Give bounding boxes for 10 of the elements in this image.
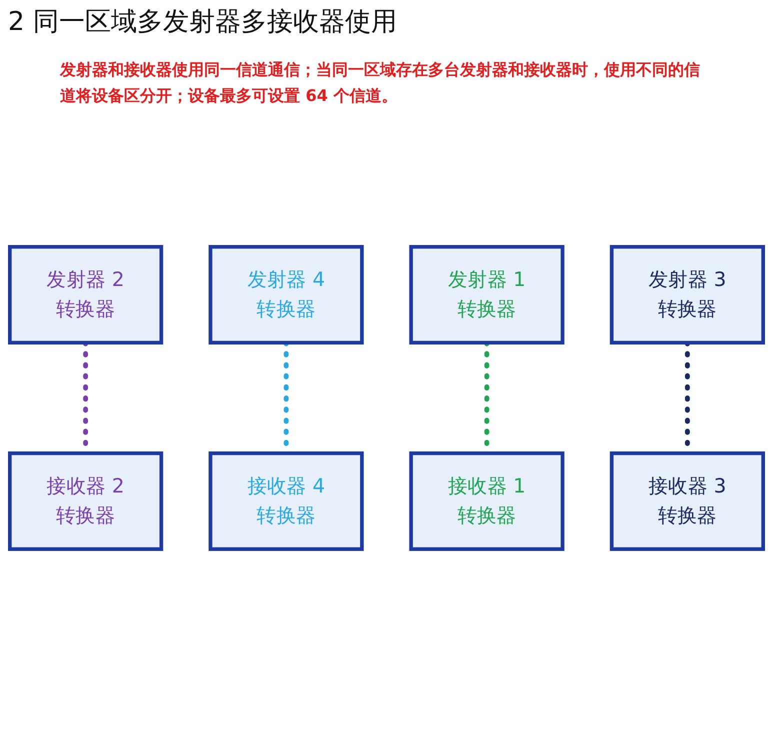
device-box: 接收器 3 转换器 [610, 452, 765, 552]
note-text: 发射器和接收器使用同一信道通信；当同一区域存在多台发射器和接收器时，使用不同的信道将设备区分开；设备最多可设置 64 个信道。 [60, 59, 701, 107]
device-box: 发射器 2 转换器 [8, 245, 164, 345]
device-box: 发射器 1 转换器 [409, 245, 564, 345]
title: 2 同一区域多发射器多接收器使用 [8, 6, 398, 39]
device-box: 发射器 4 转换器 [208, 245, 364, 345]
device-box: 接收器 1 转换器 [409, 452, 564, 552]
device-box: 接收器 2 转换器 [8, 452, 164, 552]
device-box: 接收器 4 转换器 [208, 452, 364, 552]
device-box: 发射器 3 转换器 [610, 245, 765, 345]
